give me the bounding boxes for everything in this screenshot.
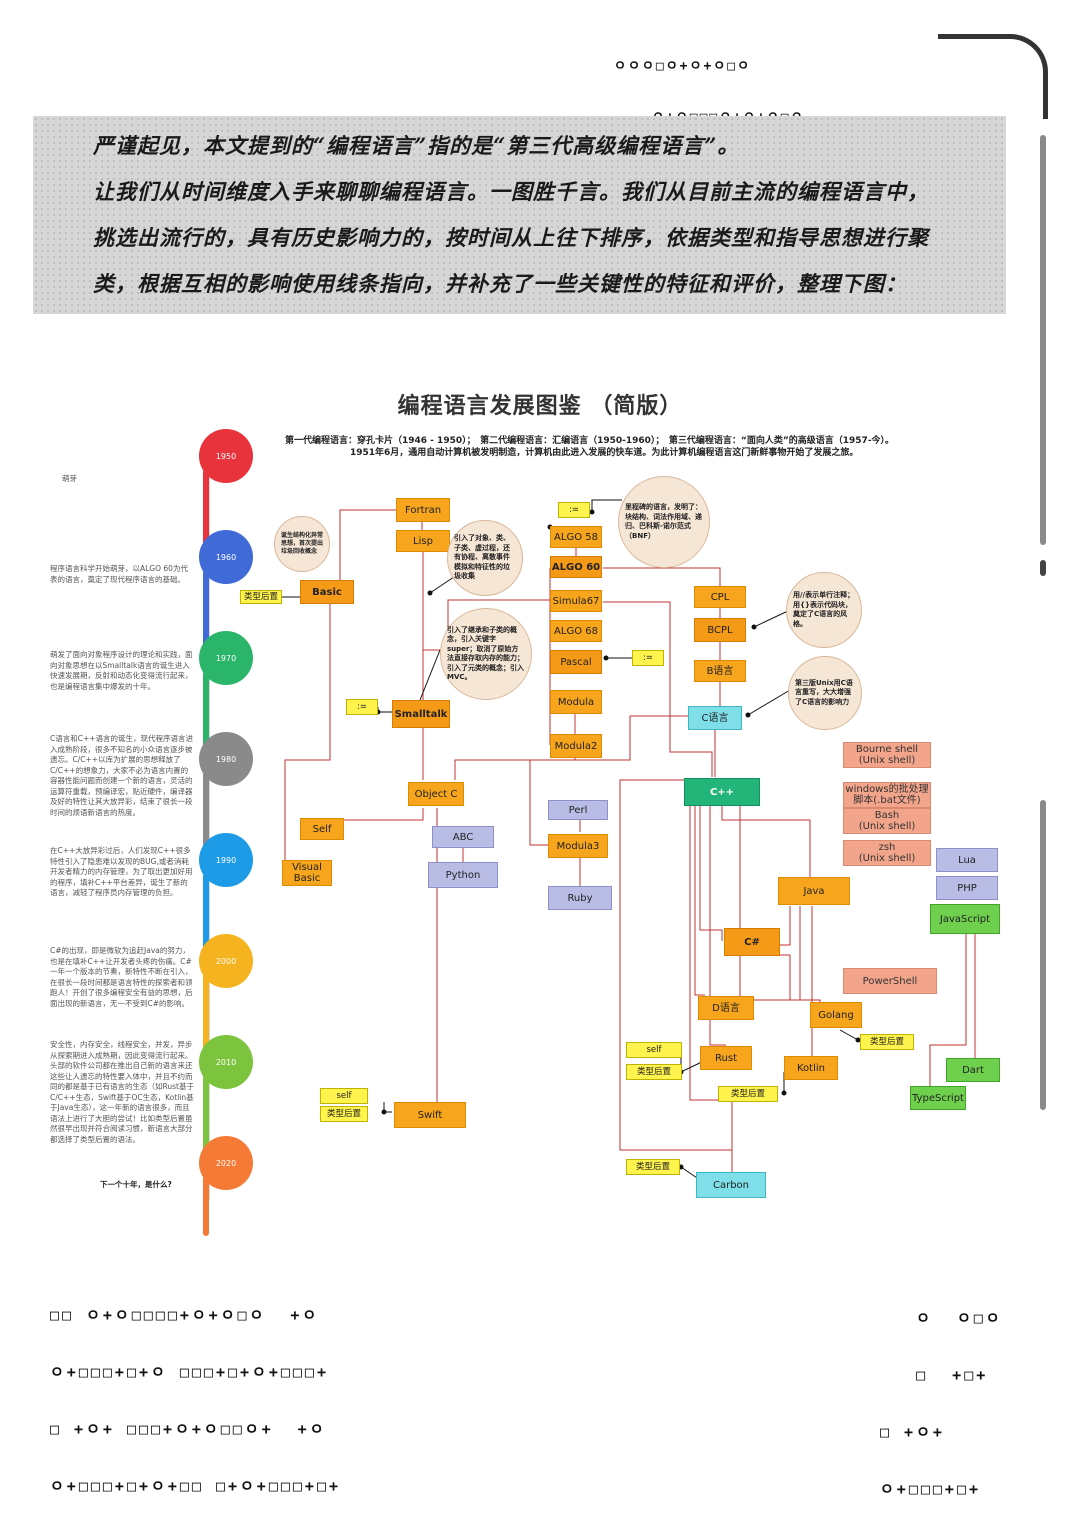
node-d: D语言 bbox=[698, 996, 754, 1020]
year-marker: 1960 bbox=[199, 530, 253, 584]
era-description: C语言和C++语言的诞生，现代程序语言进入成熟阶段，很多不知名的小众语言逐步被遗… bbox=[50, 734, 194, 817]
note-lisp-note: 诞生结构化异常思想，首次提出垃圾回收概念 bbox=[274, 516, 330, 572]
node-cpp: C++ bbox=[684, 778, 760, 806]
node-pascal: Pascal bbox=[550, 650, 602, 674]
intro-line-4: 类，根据互相的影响使用线条指向，并补充了一些关键性的特征和评价，整理下图： bbox=[93, 271, 907, 296]
node-lisp: Lisp bbox=[396, 530, 450, 552]
node-algo60: ALGO 60 bbox=[550, 556, 602, 578]
node-modula3: Modula3 bbox=[548, 834, 608, 858]
node-dart: Dart bbox=[946, 1058, 1000, 1082]
year-marker: 1950 bbox=[199, 429, 253, 483]
node-algo58: ALGO 58 bbox=[550, 526, 602, 548]
node-vb: Visual Basic bbox=[282, 860, 332, 886]
note-bcpl-note: 用//表示单行注释；用{}表示代码块，奠定了C语言的风格。 bbox=[786, 572, 862, 648]
year-marker: 2000 bbox=[199, 934, 253, 988]
era-description: 程序语言科学开始萌芽，以ALGO 60为代表的语言，奠定了现代程序语言的基础。 bbox=[50, 564, 188, 584]
node-c: C语言 bbox=[688, 706, 742, 730]
note-smalltalk-note: 引入了继承和子类的概念，引入关键字 super；取消了原始方法直接存取内存的能力… bbox=[440, 608, 532, 700]
node-java: Java bbox=[778, 877, 850, 905]
node-b: B语言 bbox=[694, 660, 746, 682]
era-description: C#的出现，即是微软为追赶Java的努力，也是在填补C++让开发者头疼的伤痛。C… bbox=[50, 946, 193, 1008]
node-lua: Lua bbox=[936, 848, 998, 872]
intro-line-1: 严谨起见，本文提到的“编程语言”指的是“第三代高级编程语言”。 bbox=[93, 133, 740, 158]
note-algo-note: 里程碑的语言，发明了：块结构、词法作用域、递归、巴科斯-诺尔范式（BNF） bbox=[618, 476, 710, 568]
bottom-left-pattern: □□ ㅇ+ㅇ□□□□+ㅇ+ㅇ□ㅇ +ㅇ ㅇ+□□□+□+ㅇ □□□+□+ㅇ+□□… bbox=[50, 1306, 342, 1495]
node-bcpl: BCPL bbox=[694, 618, 746, 642]
node-fortran: Fortran bbox=[396, 498, 450, 522]
bottom-right-pattern: ㅇ ㅇ□ㅇ □ +□+ □ +ㅇ+ ㅇ+□□□+□+ bbox=[880, 1309, 1003, 1498]
diagram-title: 编程语言发展图鉴 （简版） bbox=[397, 394, 683, 419]
node-python: Python bbox=[428, 862, 498, 888]
timeline-stem bbox=[203, 873, 209, 973]
timeline-stem bbox=[203, 671, 209, 771]
node-objc: Object C bbox=[408, 782, 464, 806]
diagram-subtitle-1: 第一代编程语言：穿孔卡片（1946 - 1950）； 第二代编程语言：汇编语言（… bbox=[285, 436, 895, 446]
node-kotlin: Kotlin bbox=[784, 1056, 838, 1080]
intro-line-3: 挑选出流行的，具有历史影响力的，按时间从上往下排序，依据类型和指导思想进行聚 bbox=[93, 225, 929, 250]
node-type-post-go: 类型后置 bbox=[860, 1034, 914, 1050]
node-self-swift: self bbox=[320, 1088, 368, 1104]
node-typescript: TypeScript bbox=[910, 1086, 966, 1110]
node-php: PHP bbox=[936, 876, 998, 900]
diagram-subtitle-2: 1951年6月，通用自动计算机被发明制造，计算机由此进入发展的快车道。为此计算机… bbox=[350, 448, 859, 458]
timeline-stem bbox=[203, 1075, 209, 1175]
node-type-post-swift: 类型后置 bbox=[320, 1106, 368, 1122]
node-javascript: JavaScript bbox=[930, 904, 1000, 934]
node-windows-bat: windows的批处理 脚本(.bat文件) bbox=[843, 782, 931, 808]
node-bourne: Bourne shell (Unix shell) bbox=[843, 742, 931, 768]
node-algo68: ALGO 68 bbox=[550, 620, 602, 642]
node-carbon: Carbon bbox=[696, 1172, 766, 1198]
node-type-post-basic: 类型后置 bbox=[240, 590, 282, 604]
right-edge-bar-lower bbox=[1040, 800, 1046, 1110]
node-bash: Bash (Unix shell) bbox=[843, 808, 931, 834]
year-marker: 1970 bbox=[199, 631, 253, 685]
node-swift: Swift bbox=[394, 1102, 466, 1128]
node-self-rust: self bbox=[626, 1042, 682, 1058]
node-abc: ABC bbox=[432, 826, 494, 848]
timeline-stem bbox=[203, 570, 209, 670]
right-edge-bar bbox=[1040, 135, 1046, 545]
timeline-stem bbox=[203, 1176, 209, 1236]
node-type-post-rust: 类型后置 bbox=[626, 1064, 682, 1080]
year-marker: 1980 bbox=[199, 732, 253, 786]
diagram-links bbox=[268, 499, 976, 1181]
node-cpl: CPL bbox=[694, 586, 746, 608]
node-csharp: C# bbox=[724, 928, 780, 956]
node-zsh: zsh (Unix shell) bbox=[843, 840, 931, 866]
node-ruby: Ruby bbox=[548, 886, 612, 910]
node-assign-algo: := bbox=[558, 502, 590, 518]
year-marker: 1990 bbox=[199, 833, 253, 887]
node-perl: Perl bbox=[548, 800, 608, 820]
timeline-stem bbox=[203, 974, 209, 1074]
node-golang: Golang bbox=[810, 1002, 862, 1028]
era-description: 安全性，内存安全，线程安全，并发，异步从探索期进入成熟期，因此变得流行起来。头部… bbox=[50, 1040, 194, 1144]
node-modula: Modula bbox=[550, 690, 602, 714]
corner-frame-icon bbox=[938, 34, 1048, 119]
year-marker: 2020 bbox=[199, 1136, 253, 1190]
node-smalltalk: Smalltalk bbox=[392, 700, 450, 728]
node-powershell: PowerShell bbox=[843, 968, 937, 994]
note-c-note: 第三版Unix用C语言重写，大大增强了C语言的影响力 bbox=[788, 656, 862, 730]
node-rust: Rust bbox=[700, 1046, 752, 1070]
node-assign-pascal: := bbox=[632, 650, 664, 666]
intro-panel: 严谨起见，本文提到的“编程语言”指的是“第三代高级编程语言”。 让我们从时间维度… bbox=[33, 116, 1006, 314]
timeline-stem bbox=[203, 469, 209, 569]
year-marker: 2010 bbox=[199, 1035, 253, 1089]
node-type-post-kotlin: 类型后置 bbox=[718, 1086, 778, 1102]
node-simula67: Simula67 bbox=[550, 590, 602, 612]
note-simula-note: 引入了对象、类、子类、虚过程，还有协程、离散事件模拟和特征性的垃圾收集 bbox=[447, 520, 523, 596]
node-assign-smalltalk: := bbox=[346, 699, 378, 715]
node-basic: Basic bbox=[300, 580, 354, 604]
era-description: 萌发了面向对象程序设计的理论和实践，面向对象思想在以Smalltalk语言的诞生… bbox=[50, 650, 193, 691]
node-modula2: Modula2 bbox=[550, 734, 602, 758]
era-description: 萌芽 bbox=[62, 474, 77, 483]
era-description: 在C++大放异彩过后，人们发现C++很多特性引入了隐患难以发现的BUG,或者消耗… bbox=[50, 846, 193, 897]
timeline-stem bbox=[203, 772, 209, 872]
era-description: 下一个十年，是什么? bbox=[100, 1180, 172, 1189]
right-edge-dot bbox=[1040, 560, 1046, 576]
intro-line-2: 让我们从时间维度入手来聊聊编程语言。一图胜千言。我们从目前主流的编程语言中， bbox=[93, 179, 929, 204]
node-type-post-carbon: 类型后置 bbox=[626, 1159, 680, 1175]
node-self: Self bbox=[300, 818, 344, 840]
